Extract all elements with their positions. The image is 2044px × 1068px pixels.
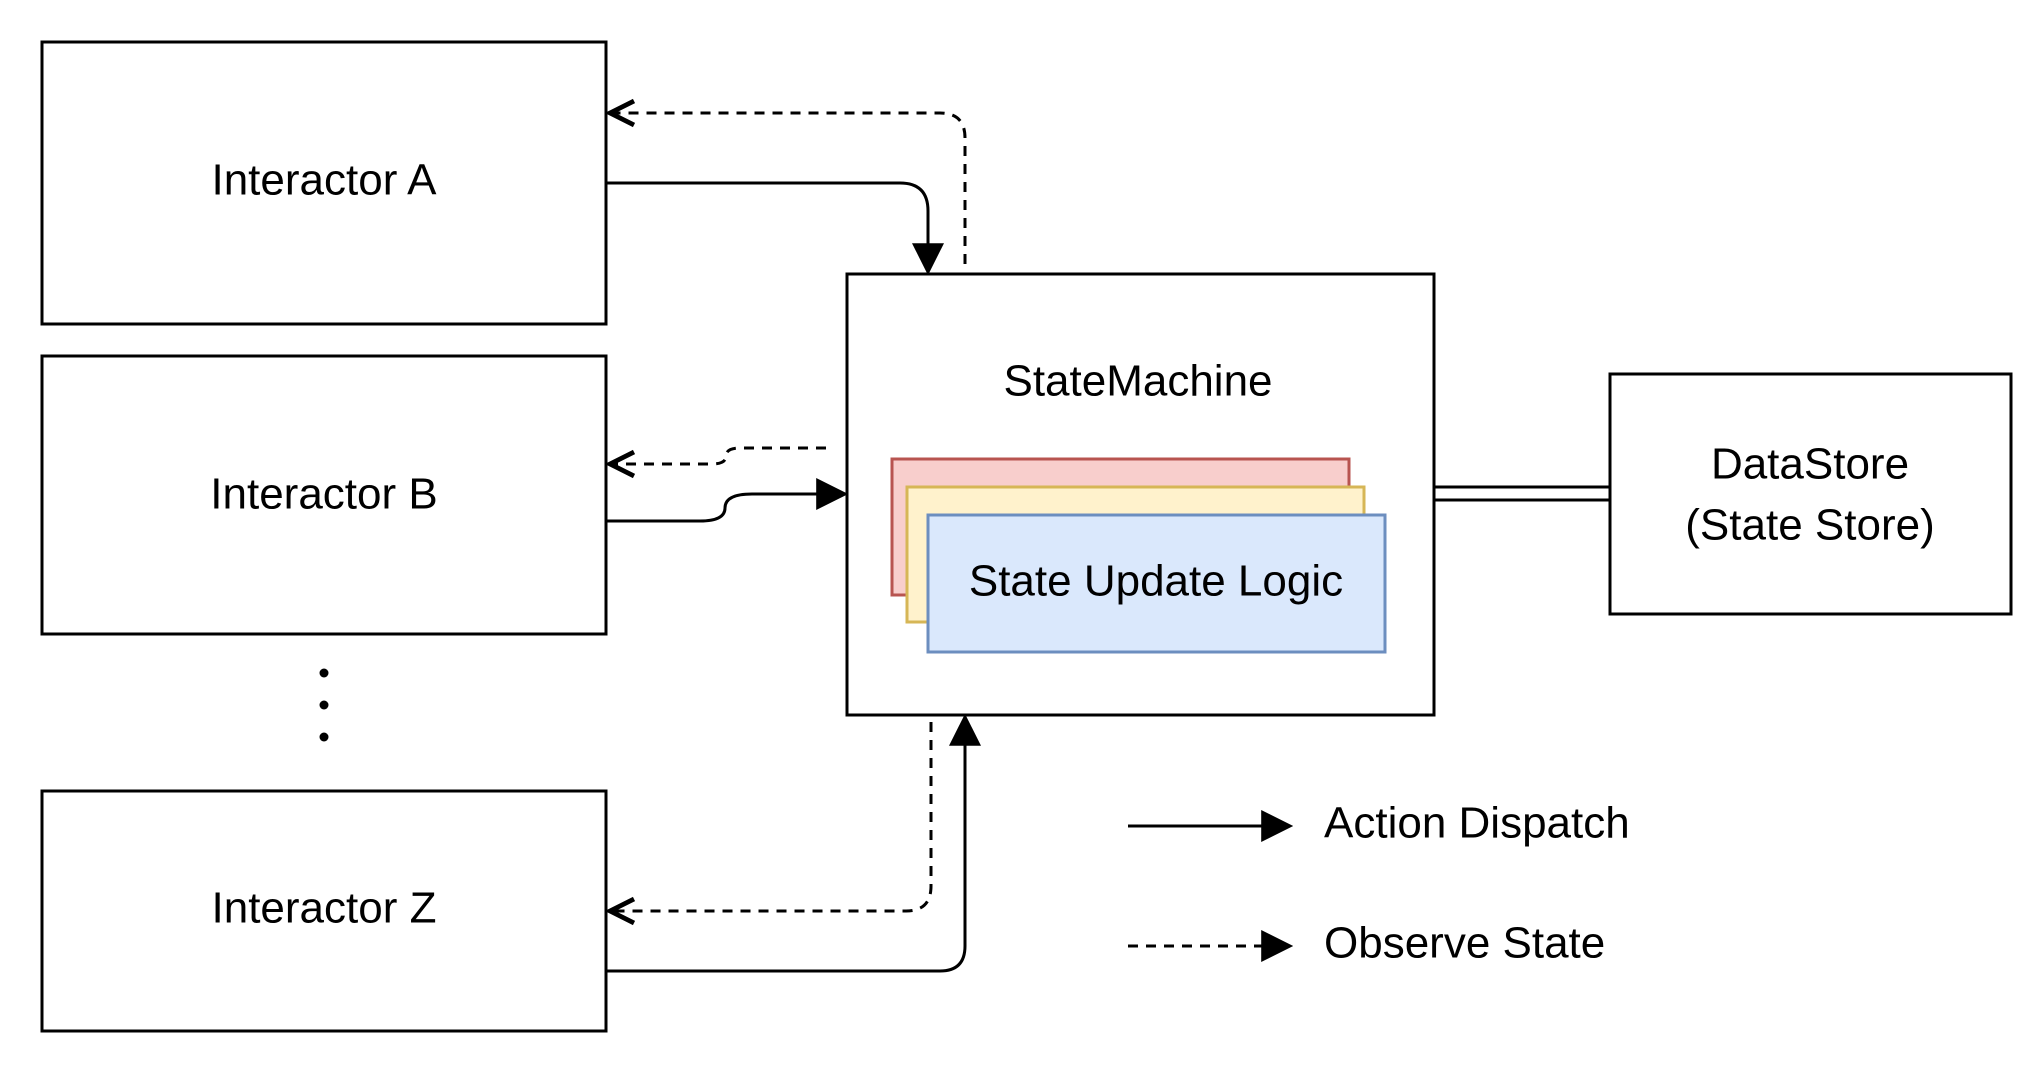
- interactor-z-box: [40, 789, 608, 1033]
- ellipsis-dots: [319, 668, 329, 742]
- data-store-label-line1: DataStore: [1711, 440, 1909, 489]
- interactor-a-box: [40, 40, 608, 326]
- action-arrow-z: [606, 713, 981, 973]
- legend: Action Dispatch Observe State: [1128, 799, 1630, 968]
- data-store-box: [1608, 372, 2013, 616]
- action-arrow-b: [606, 478, 849, 523]
- observe-arrow-z: [610, 722, 933, 911]
- state-update-logic-label: State Update Logic: [969, 557, 1343, 606]
- observe-arrow-b: [610, 446, 826, 464]
- interactor-a-label: Interactor A: [211, 156, 437, 205]
- state-machine-label: StateMachine: [1003, 357, 1272, 406]
- action-arrow-a: [606, 181, 944, 276]
- interactor-b-label: Interactor B: [210, 470, 437, 519]
- legend-action-label: Action Dispatch: [1324, 799, 1630, 848]
- state-store-link: [1434, 485, 1610, 502]
- interactor-z-label: Interactor Z: [212, 884, 437, 933]
- observe-arrow-a: [610, 113, 967, 264]
- interactor-b-box: [40, 354, 608, 636]
- legend-observe-label: Observe State: [1324, 919, 1605, 968]
- state-logic-card-blue: [926, 513, 1387, 654]
- data-store-label-line2: (State Store): [1685, 501, 1934, 550]
